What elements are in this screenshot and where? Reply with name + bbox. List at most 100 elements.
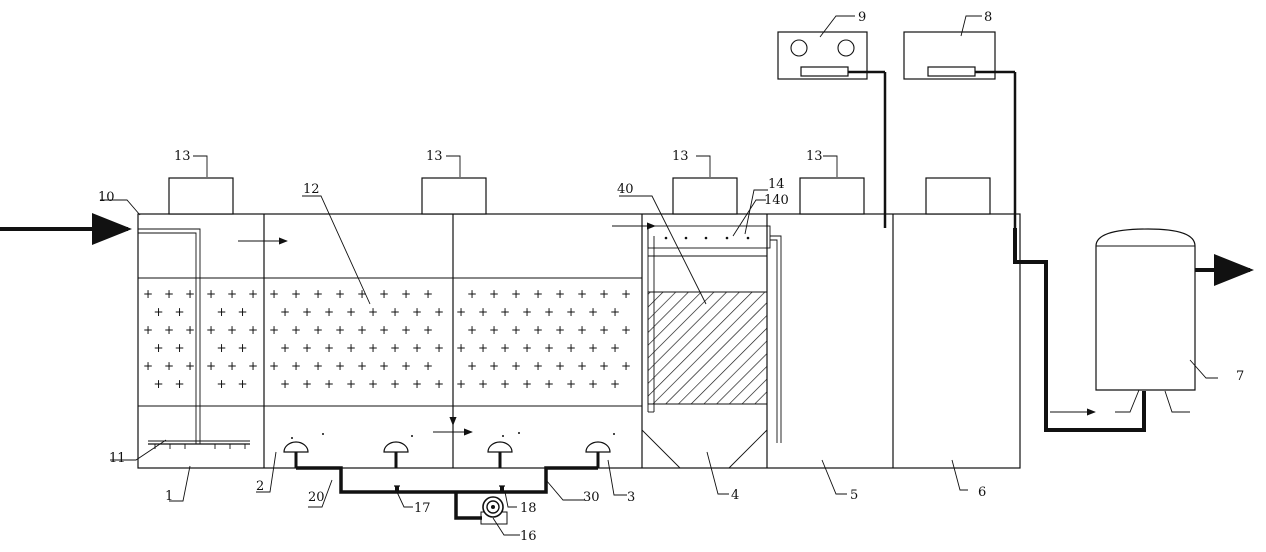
media-plus-mark: + — [588, 341, 598, 355]
label-16: 16 — [520, 529, 537, 544]
media-plus-mark: + — [566, 305, 576, 319]
leader-lines — [100, 15, 1218, 536]
label-13c: 13 — [672, 149, 689, 164]
media-plus-mark: + — [335, 323, 345, 337]
probes — [883, 72, 1017, 228]
media-plus-mark: + — [511, 323, 521, 337]
media-plus-mark: + — [533, 323, 543, 337]
media-plus-mark: + — [577, 323, 587, 337]
media-plus-mark: + — [456, 341, 466, 355]
filter-chamber — [641, 225, 782, 469]
label-40: 40 — [617, 182, 634, 197]
media-plus-mark: + — [313, 359, 323, 373]
media-plus-mark: + — [500, 377, 510, 391]
label-17: 17 — [414, 501, 431, 516]
media-plus-mark: + — [302, 341, 312, 355]
media-plus-mark: + — [621, 323, 631, 337]
media-plus-mark: + — [500, 305, 510, 319]
media-plus-mark: + — [291, 359, 301, 373]
label-9: 9 — [858, 10, 866, 25]
media-plus-mark: + — [185, 359, 195, 373]
label-3: 3 — [627, 490, 635, 505]
media-plus-mark: + — [401, 323, 411, 337]
media-plus-mark: + — [544, 305, 554, 319]
media-plus-mark: + — [346, 341, 356, 355]
media-plus-mark: + — [313, 287, 323, 301]
media-plus-mark: + — [164, 287, 174, 301]
media-plus-mark: + — [227, 323, 237, 337]
controller-8-box — [903, 31, 1015, 80]
media-plus-mark: + — [599, 359, 609, 373]
media-plus-mark: + — [467, 323, 477, 337]
media-plus-mark: + — [153, 341, 163, 355]
media-plus-mark: + — [610, 305, 620, 319]
media-plus-mark: + — [489, 359, 499, 373]
media-plus-mark: + — [216, 341, 226, 355]
media-plus-mark: + — [434, 305, 444, 319]
label-13d: 13 — [806, 149, 823, 164]
media-plus-mark: + — [185, 287, 195, 301]
media-plus-mark: + — [269, 287, 279, 301]
media-plus-mark: + — [237, 341, 247, 355]
media-plus-mark: + — [544, 377, 554, 391]
media-plus-mark: + — [174, 305, 184, 319]
media-plus-mark: + — [302, 305, 312, 319]
media-plus-mark: + — [216, 305, 226, 319]
media-plus-mark: + — [566, 377, 576, 391]
media-plus-mark: + — [227, 359, 237, 373]
media-plus-mark: + — [153, 377, 163, 391]
outlet-pipe — [1013, 228, 1146, 432]
label-18: 18 — [520, 501, 537, 516]
media-plus-mark: + — [500, 341, 510, 355]
media-plus-mark: + — [143, 359, 153, 373]
media-plus-mark: + — [599, 287, 609, 301]
air-pipes — [294, 452, 600, 520]
media-plus-mark: + — [566, 341, 576, 355]
media-plus-mark: + — [588, 305, 598, 319]
media-plus-mark: + — [379, 359, 389, 373]
media-plus-mark: + — [143, 323, 153, 337]
label-20: 20 — [308, 490, 325, 505]
media-plus-mark: + — [248, 323, 258, 337]
packing-media: ++++++++++++++++++++++++++++++++++++++++… — [143, 287, 631, 391]
media-plus-mark: + — [335, 287, 345, 301]
media-plus-mark: + — [489, 287, 499, 301]
media-plus-mark: + — [478, 341, 488, 355]
inlet-pipe — [0, 213, 201, 444]
media-plus-mark: + — [467, 359, 477, 373]
blower-icon — [480, 496, 508, 525]
media-plus-mark: + — [379, 323, 389, 337]
label-10: 10 — [98, 190, 115, 205]
storage-tank — [1095, 228, 1254, 413]
media-plus-mark: + — [522, 377, 532, 391]
media-plus-mark: + — [164, 359, 174, 373]
media-plus-mark: + — [291, 287, 301, 301]
media-plus-mark: + — [143, 287, 153, 301]
controller-9-box — [777, 31, 885, 80]
media-plus-mark: + — [346, 377, 356, 391]
media-plus-mark: + — [335, 359, 345, 373]
media-plus-mark: + — [280, 377, 290, 391]
label-140: 140 — [764, 193, 789, 208]
media-plus-mark: + — [390, 377, 400, 391]
media-plus-mark: + — [621, 287, 631, 301]
media-plus-mark: + — [174, 341, 184, 355]
label-8: 8 — [984, 10, 992, 25]
media-plus-mark: + — [368, 377, 378, 391]
media-plus-mark: + — [390, 305, 400, 319]
media-plus-mark: + — [555, 323, 565, 337]
tank-covers — [168, 177, 991, 215]
media-plus-mark: + — [489, 323, 499, 337]
media-plus-mark: + — [522, 305, 532, 319]
media-plus-mark: + — [478, 305, 488, 319]
media-plus-mark: + — [302, 377, 312, 391]
media-plus-mark: + — [456, 377, 466, 391]
media-plus-mark: + — [368, 305, 378, 319]
media-plus-mark: + — [555, 287, 565, 301]
media-plus-mark: + — [237, 377, 247, 391]
media-plus-mark: + — [522, 341, 532, 355]
media-plus-mark: + — [533, 359, 543, 373]
media-plus-mark: + — [456, 305, 466, 319]
media-plus-mark: + — [511, 359, 521, 373]
label-13a: 13 — [174, 149, 191, 164]
